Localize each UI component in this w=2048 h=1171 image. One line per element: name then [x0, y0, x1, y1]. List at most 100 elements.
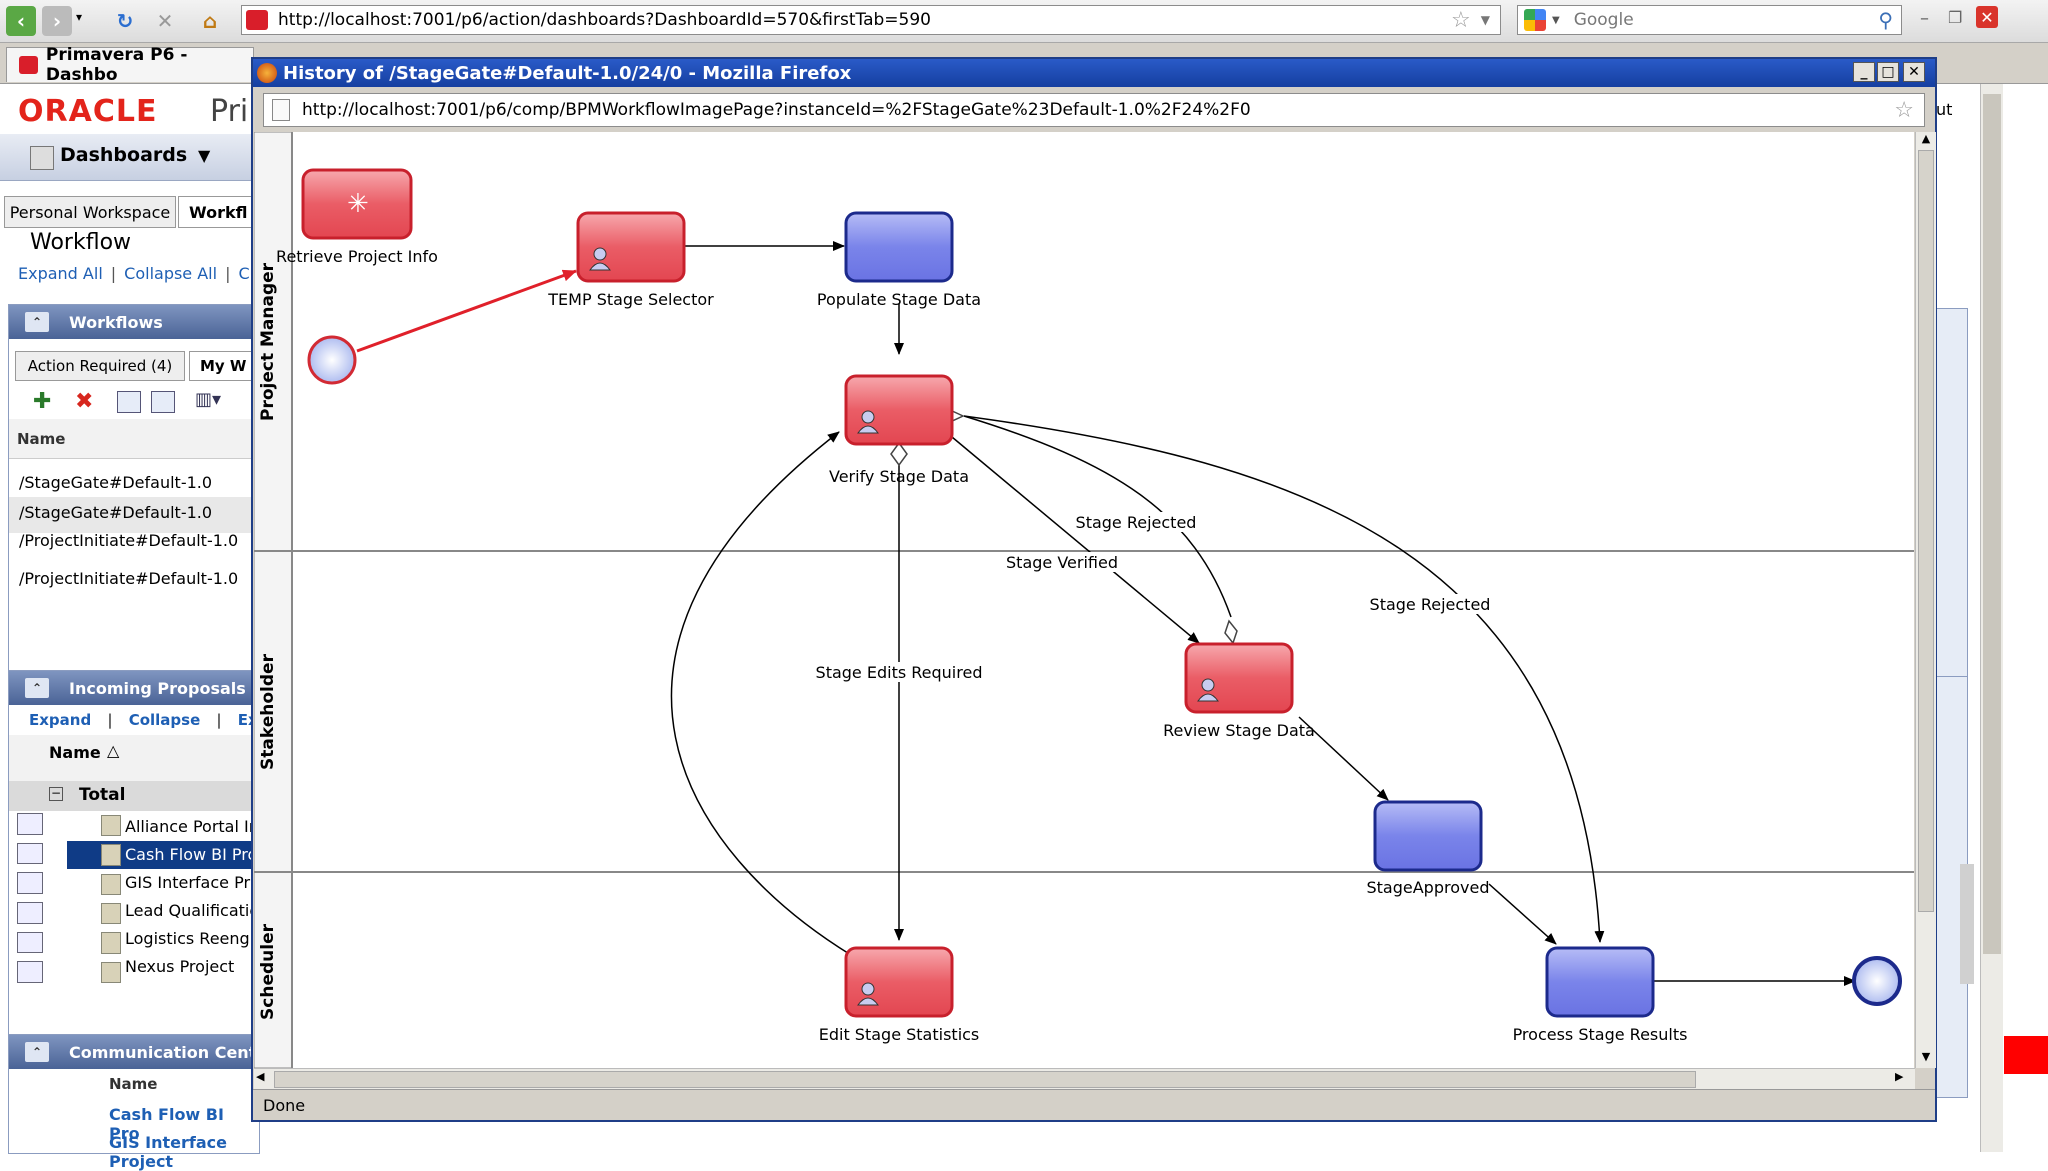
history-dropdown-icon[interactable]: ▾: [76, 10, 83, 24]
scroll-right-icon[interactable]: ▶: [1895, 1070, 1904, 1083]
end-event[interactable]: [1852, 956, 1902, 1006]
popup-maximize-button[interactable]: □: [1877, 62, 1899, 82]
start-event[interactable]: [307, 335, 357, 385]
popup-address-bar[interactable]: http://localhost:7001/p6/comp/BPMWorkflo…: [263, 93, 1925, 127]
collapse-tree-icon[interactable]: −: [49, 786, 63, 801]
scroll-down-icon[interactable]: ▼: [1921, 1050, 1931, 1063]
collapse-panel-icon[interactable]: ⌃: [25, 1042, 49, 1062]
collapse-all-link[interactable]: Collapse All: [124, 264, 218, 283]
firefox-icon: [257, 63, 277, 83]
comm-column-header[interactable]: Name: [109, 1075, 158, 1093]
proposal-row[interactable]: Logistics Reengi: [125, 929, 255, 948]
dashboards-menu[interactable]: Dashboards: [60, 144, 188, 166]
minimize-icon[interactable]: –: [1920, 8, 1929, 29]
bookmark-star-icon[interactable]: ☆: [1894, 97, 1914, 123]
proposals-column-header[interactable]: Name △: [9, 735, 259, 782]
collapse-link[interactable]: Collapse: [128, 711, 201, 729]
proposal-row[interactable]: Nexus Project: [125, 957, 235, 976]
forward-arrow-icon[interactable]: ›: [42, 6, 72, 36]
workflow-row[interactable]: /ProjectInitiate#Default-1.0: [19, 531, 239, 550]
workflow-row[interactable]: /ProjectInitiate#Default-1.0: [19, 569, 239, 588]
section-title: Workflow: [30, 230, 132, 255]
proposal-row[interactable]: Alliance Portal Ir: [125, 817, 256, 836]
user-task-icon: [593, 247, 607, 261]
node-edit-stage-statistics[interactable]: [844, 946, 954, 1018]
workflow-row[interactable]: /StageGate#Default-1.0: [19, 473, 213, 492]
workflow-row[interactable]: /StageGate#Default-1.0: [19, 503, 213, 522]
diagram-vertical-scrollbar[interactable]: ▲ ▼: [1915, 132, 1936, 1068]
tab-action-required[interactable]: Action Required (4): [15, 351, 185, 381]
google-logo-icon: [1524, 9, 1546, 31]
node-temp-stage-selector[interactable]: [576, 211, 686, 283]
inner-scrollbar[interactable]: [1960, 864, 1974, 984]
comm-row[interactable]: Cash Flow BI Pro: [109, 1105, 224, 1143]
workflows-title: Workflows: [69, 312, 163, 332]
proposal-row[interactable]: GIS Interface Pr: [125, 873, 251, 892]
group-icon[interactable]: [117, 391, 141, 413]
search-box[interactable]: ▼ Google ⚲: [1517, 5, 1902, 35]
lane-label: Project Manager: [258, 262, 278, 421]
scroll-left-icon[interactable]: ◀: [256, 1070, 265, 1083]
edge-approved-to-process: [1488, 883, 1557, 945]
edge-label: Stage Rejected: [1076, 513, 1197, 532]
search-magnifier-icon[interactable]: ⚲: [1878, 8, 1893, 32]
comm-row[interactable]: GIS Interface Project: [109, 1133, 228, 1171]
address-bar[interactable]: http://localhost:7001/p6/action/dashboar…: [241, 5, 1501, 35]
scroll-up-icon[interactable]: ▲: [1921, 132, 1931, 145]
workflows-panel: ⌃ Workflows Action Required (4) My W ✚ ✖…: [8, 304, 271, 726]
diamond-marker: [890, 441, 908, 467]
node-verify-stage-data[interactable]: [844, 374, 954, 446]
right-panel-edge: [1936, 308, 1968, 730]
close-window-icon[interactable]: ✕: [1976, 6, 1998, 28]
delete-icon[interactable]: ✖: [75, 389, 94, 414]
workflows-column-header[interactable]: Name: [9, 419, 259, 459]
node-process-stage-results[interactable]: [1545, 946, 1655, 1018]
user-task-icon: [861, 410, 875, 424]
popup-title-bar[interactable]: History of /StageGate#Default-1.0/24/0 -…: [253, 59, 1935, 87]
total-label: Total: [79, 785, 126, 805]
add-icon[interactable]: ✚: [33, 389, 52, 414]
proposals-panel: ⌃ Incoming Proposals Expand| Collapse| E…: [8, 670, 260, 1092]
home-icon[interactable]: ⌂: [202, 9, 218, 33]
proposal-row[interactable]: Cash Flow BI Pro: [125, 845, 258, 864]
dashboards-dropdown-icon[interactable]: ▼: [198, 146, 211, 165]
reload-icon[interactable]: ↻: [116, 9, 134, 33]
columns-icon[interactable]: ▥▾: [195, 389, 222, 410]
node-retrieve-project-info[interactable]: [301, 168, 413, 240]
node-label: Verify Stage Data: [829, 467, 969, 486]
browser-tab[interactable]: Primavera P6 - Dashbo: [6, 45, 254, 85]
back-arrow-icon[interactable]: ‹: [6, 6, 36, 36]
expand-link[interactable]: Expand: [29, 711, 92, 729]
proposal-rows: Alliance Portal Ir Cash Flow BI Pro GIS …: [9, 813, 259, 987]
proposal-row[interactable]: Lead Qualificatic: [125, 901, 259, 920]
tab-title: Primavera P6 - Dashbo: [45, 45, 188, 85]
popup-close-button[interactable]: ✕: [1903, 62, 1925, 82]
node-review-stage-data[interactable]: [1184, 642, 1294, 714]
page-scrollbar[interactable]: [1980, 84, 2003, 1152]
total-row[interactable]: − Total: [9, 781, 259, 811]
node-populate-stage-data[interactable]: [844, 211, 954, 283]
scroll-thumb[interactable]: [1918, 150, 1934, 912]
expand-all-link[interactable]: Expand All: [18, 264, 103, 283]
collapse-panel-icon[interactable]: ⌃: [25, 678, 49, 698]
status-text: Done: [263, 1095, 306, 1115]
user-task-icon: [1201, 678, 1215, 692]
filter-icon[interactable]: [151, 391, 175, 413]
collapse-panel-icon[interactable]: ⌃: [25, 312, 49, 332]
site-favicon: [246, 10, 268, 30]
url-dropdown-icon[interactable]: ▼: [1480, 13, 1490, 27]
restore-icon[interactable]: ❐: [1948, 8, 1963, 27]
stop-icon[interactable]: ✕: [156, 9, 174, 33]
diagram-horizontal-scrollbar[interactable]: ◀ ▶: [254, 1068, 1915, 1089]
open-folder-icons: [17, 813, 43, 984]
sort-ascending-icon: △: [107, 741, 120, 760]
tab-personal-workspace[interactable]: Personal Workspace: [4, 196, 176, 228]
folder-icons: [101, 815, 121, 983]
popup-minimize-button[interactable]: _: [1853, 62, 1875, 82]
edge-label: Stage Rejected: [1370, 595, 1491, 614]
node-label: StageApproved: [1367, 878, 1490, 897]
search-placeholder: Google: [1573, 10, 1634, 30]
scroll-thumb[interactable]: [274, 1071, 1696, 1088]
node-stage-approved[interactable]: [1373, 800, 1483, 872]
bookmark-star-icon[interactable]: ☆: [1451, 7, 1471, 33]
